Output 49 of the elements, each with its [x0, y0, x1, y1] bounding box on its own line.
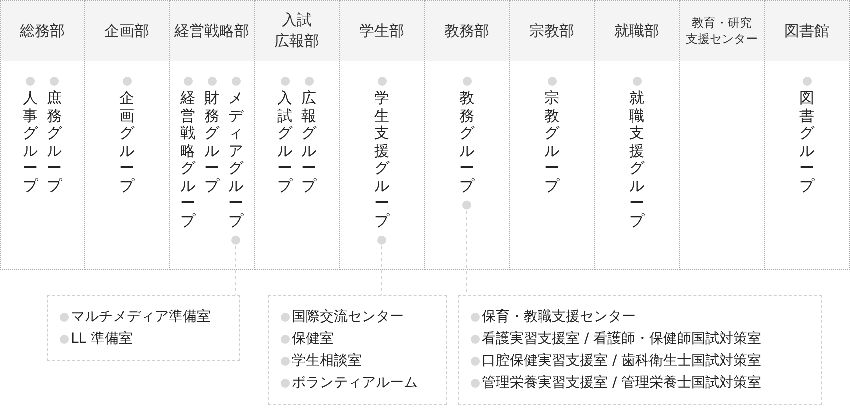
facility-name: 管理栄養実習支援室 / 管理栄養士国試対策室 [482, 374, 762, 392]
department-column [85, 0, 170, 270]
department-column [255, 0, 340, 270]
facility-name: LL 準備室 [71, 330, 134, 348]
facility-name: 保育・教職支援センター [482, 308, 636, 326]
group-label: 入試グループ [278, 90, 292, 196]
facility-name: 口腔保健実習支援室 / 歯科衛生士国試対策室 [482, 352, 762, 370]
group-label: 学生支援グループ [374, 90, 390, 230]
group-label: 教務グループ [460, 90, 474, 196]
group-label: 企画グループ [120, 90, 134, 196]
department-header: 総務部 [1, 1, 84, 61]
group-label: 庶務グループ [47, 90, 62, 196]
department-header: 教務部 [425, 1, 509, 61]
facility-name: マルチメディア準備室 [71, 308, 211, 326]
group-label: 図書グループ [800, 90, 814, 196]
group-label: 人事グループ [23, 90, 38, 196]
facility-name: 国際交流センター [292, 308, 404, 326]
connector-line [378, 236, 386, 296]
facility-box [47, 295, 240, 361]
facility-box [458, 295, 822, 405]
group-label: 就職支援グループ [630, 90, 644, 230]
department-column [765, 0, 850, 270]
group-label: 財務グループ [204, 90, 220, 196]
department-header: 教育・研究支援センター [680, 1, 764, 61]
department-column [595, 0, 680, 270]
group-label: 経営戦略グループ [180, 90, 196, 230]
facility-box [268, 295, 447, 405]
department-column [680, 0, 765, 270]
facility-name: 保健室 [292, 330, 334, 348]
group-label: 宗教グループ [544, 90, 560, 196]
facility-name: 学生相談室 [292, 352, 362, 370]
facility-name: ボランティアルーム [292, 374, 418, 392]
department-header: 入試広報部 [255, 1, 339, 61]
group-label: 広報グループ [302, 90, 316, 196]
department-column [510, 0, 595, 270]
department-header: 経営戦略部 [170, 1, 254, 61]
department-header: 図書館 [765, 1, 849, 61]
connector-line [232, 236, 240, 296]
facility-name: 看護実習支援室 / 看護師・保健師国試対策室 [482, 330, 762, 348]
department-column [425, 0, 510, 270]
department-header: 企画部 [85, 1, 169, 61]
department-header: 学生部 [340, 1, 424, 61]
department-header: 宗教部 [510, 1, 594, 61]
group-label: メディアグループ [228, 90, 244, 230]
connector-line [462, 200, 472, 296]
department-header: 就職部 [595, 1, 679, 61]
department-column [340, 0, 425, 270]
department-column [170, 0, 255, 270]
department-column [0, 0, 85, 270]
